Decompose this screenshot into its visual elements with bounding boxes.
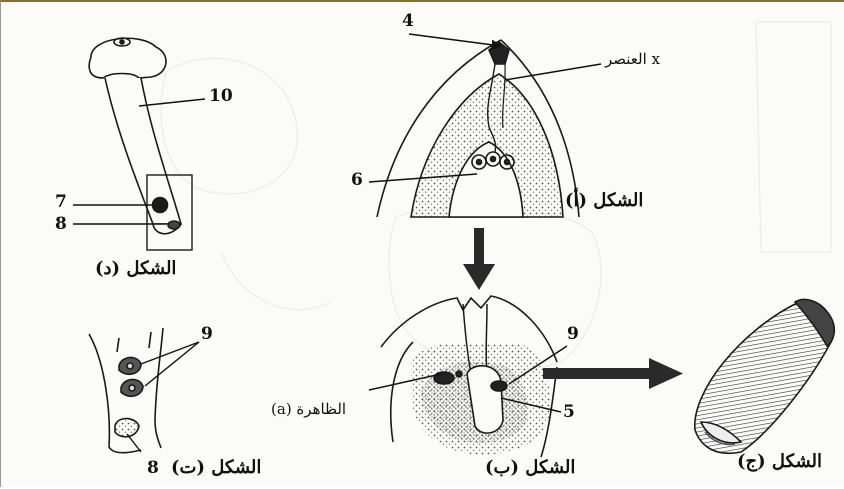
figure-t-drawing — [89, 328, 163, 453]
caption-figure-a: الشكل (أ) — [565, 190, 643, 211]
label-6: 6 — [351, 170, 363, 190]
label-8-figure-d: 8 — [55, 214, 67, 234]
caption-figure-d: الشكل (د) — [95, 258, 176, 279]
label-10: 10 — [209, 86, 233, 106]
figure-t-leaders — [127, 342, 199, 452]
label-5: 5 — [563, 402, 575, 422]
figure-c-drawing — [695, 299, 835, 453]
label-8-figure-t: 8 — [147, 458, 159, 478]
right-arrow — [543, 358, 683, 389]
label-element-x: العنصر x — [605, 50, 660, 68]
figure-d-drawing — [89, 38, 192, 250]
caption-figure-b: الشكل (ب) — [485, 457, 575, 478]
label-7: 7 — [55, 192, 67, 212]
caption-figure-t: الشكل (ت) — [171, 457, 261, 478]
label-9-figure-b: 9 — [567, 324, 579, 344]
down-arrow — [463, 228, 495, 290]
figure-a-drawing — [377, 40, 579, 217]
label-phenomenon-a: الظاهرة (a) — [271, 400, 346, 418]
label-4: 4 — [402, 11, 414, 31]
caption-figure-c: الشكل (ج) — [737, 451, 822, 472]
figure-b-drawing — [381, 296, 557, 457]
label-9-figure-t: 9 — [201, 324, 213, 344]
